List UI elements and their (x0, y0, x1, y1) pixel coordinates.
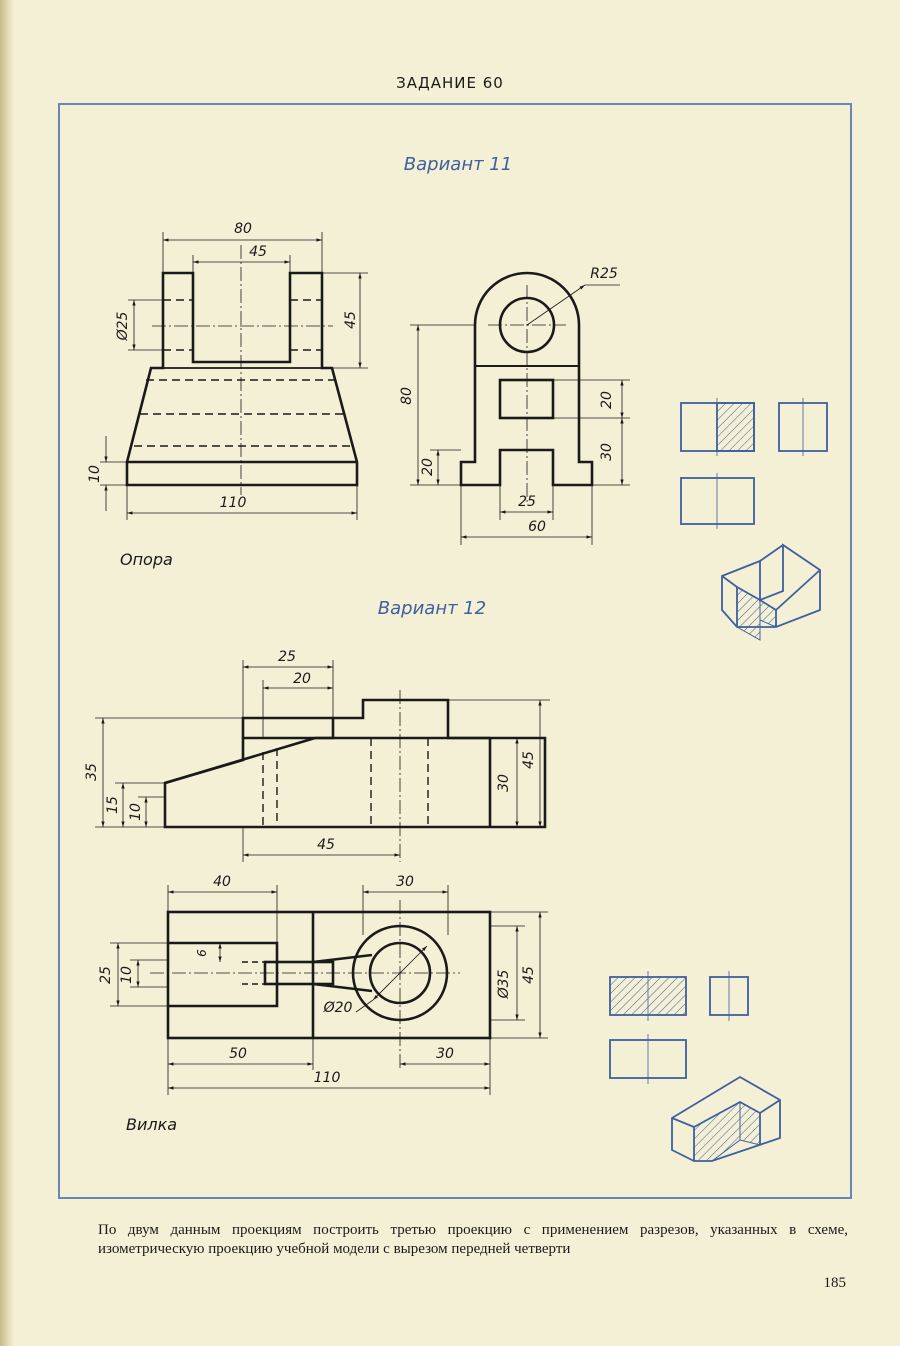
dim-60: 60 (528, 519, 546, 535)
dim-30-top: 30 (396, 874, 414, 890)
v12-plan-view (110, 885, 548, 1095)
v12-part-name: Вилка (126, 1115, 177, 1134)
v11-side-view (410, 271, 630, 545)
v12-front-view (95, 660, 550, 862)
dim-45-plan: 45 (521, 966, 537, 984)
v11-side-dimensions: R25 80 20 30 20 25 60 (399, 266, 618, 535)
v11-front-view (100, 232, 368, 520)
dim-r25: R25 (590, 266, 618, 282)
dim-40: 40 (213, 874, 231, 890)
dim-10: 10 (87, 465, 103, 483)
dim-20-foot: 20 (420, 458, 436, 476)
v12-section-schema (609, 971, 781, 1162)
dim-25: 25 (518, 494, 536, 510)
v12-front-dimensions: 25 20 35 15 10 30 45 45 (84, 649, 537, 853)
dim-6: 6 (195, 949, 209, 957)
v11-part-name: Опора (120, 550, 173, 569)
dim-30: 30 (599, 443, 615, 461)
dim-10: 10 (119, 966, 135, 984)
dim-15: 15 (105, 796, 121, 814)
dim-dia-20: Ø20 (323, 1000, 353, 1016)
drawing-frame (58, 103, 852, 1199)
dim-20: 20 (293, 671, 311, 687)
task-caption: По двум данным проекциям построить треть… (98, 1222, 848, 1257)
variant-11-title: Вариант 11 (404, 154, 512, 175)
dim-35: 35 (84, 763, 100, 781)
dim-110: 110 (314, 1070, 341, 1086)
page-number: 185 (823, 1275, 847, 1291)
v12-plan-dimensions: 40 30 6 25 10 Ø20 Ø35 45 50 30 110 (98, 874, 537, 1086)
dim-30-bottom: 30 (436, 1046, 454, 1062)
dim-20-window: 20 (599, 391, 615, 409)
dim-dia-35: Ø35 (496, 969, 512, 999)
dim-110: 110 (220, 495, 247, 511)
dim-25: 25 (98, 966, 114, 984)
dim-45: 45 (249, 244, 267, 260)
dim-50: 50 (229, 1046, 247, 1062)
task-title: ЗАДАНИЕ 60 (396, 74, 504, 92)
dim-45-vertical: 45 (343, 311, 359, 329)
dim-dia-25: Ø25 (115, 311, 131, 341)
dim-80-vertical: 80 (399, 387, 415, 405)
v11-front-dimensions: 80 45 Ø25 45 10 110 (87, 221, 359, 511)
dim-80: 80 (234, 221, 252, 237)
variant-12-title: Вариант 12 (378, 598, 486, 619)
dim-45-vertical: 45 (521, 751, 537, 769)
v11-section-schema (680, 398, 828, 641)
book-spine-shadow (0, 0, 14, 1346)
dim-25: 25 (278, 649, 296, 665)
dim-30: 30 (496, 774, 512, 792)
dim-45: 45 (317, 837, 335, 853)
dim-10: 10 (128, 803, 144, 821)
